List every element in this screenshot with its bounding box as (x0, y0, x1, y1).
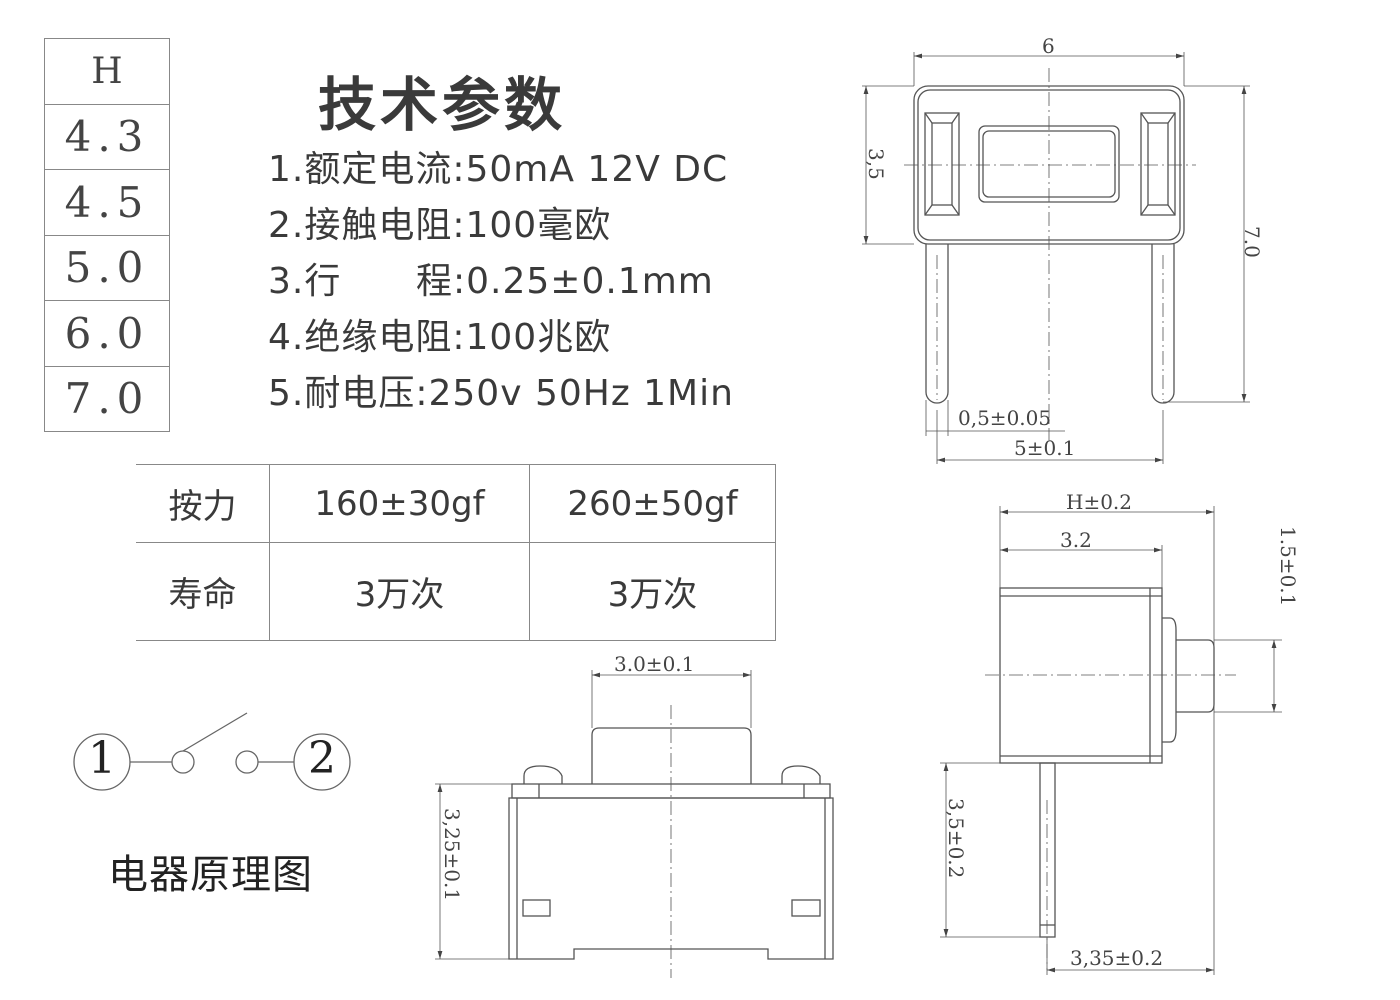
table-row: 寿命 3万次 3万次 (136, 542, 776, 641)
top-body-height-label: 3,5 (864, 148, 888, 180)
height-value: 6.0 (45, 301, 169, 367)
body-depth-label: 3.2 (1060, 528, 1092, 552)
pin-offset-label: 3,35±0.2 (1070, 946, 1164, 970)
pin-pitch-label: 5±0.1 (1014, 436, 1076, 460)
spec-rated-current: 1.额定电流:50mA 12V DC (268, 149, 729, 190)
height-value: 4.3 (45, 105, 169, 170)
pin-length-label: 3,5±0.2 (944, 798, 968, 879)
force-value: 160±30gf (269, 464, 530, 543)
overall-depth-label: H±0.2 (1066, 490, 1133, 514)
spec-withstand-voltage: 5.耐电压:250v 50Hz 1Min (268, 373, 734, 414)
spec-insulation-resistance: 4.绝缘电阻:100兆欧 (268, 317, 612, 358)
front-view-drawing (435, 670, 834, 978)
side-view-drawing (940, 506, 1282, 975)
top-total-height-label: 7.0 (1240, 226, 1264, 258)
specs-title: 技术参数 (318, 71, 567, 139)
terminal-2-label: 2 (308, 733, 336, 784)
height-value: 4.5 (45, 170, 169, 236)
table-row: 按力 160±30gf 260±50gf (136, 464, 776, 543)
life-value: 3万次 (269, 542, 530, 641)
life-value: 3万次 (529, 542, 776, 641)
spec-contact-resistance: 2.接触电阻:100毫欧 (268, 205, 612, 246)
button-width-label: 3.0±0.1 (614, 652, 695, 676)
pin-width-label: 0,5±0.05 (958, 406, 1052, 430)
height-value: 5.0 (45, 236, 169, 301)
top-width-label: 6 (1042, 34, 1055, 58)
terminal-1-label: 1 (88, 733, 116, 784)
schematic-caption: 电器原理图 (108, 852, 313, 898)
row-label-life: 寿命 (136, 542, 270, 641)
top-view-drawing (862, 52, 1250, 464)
height-table: H 4.3 4.5 5.0 6.0 7.0 (44, 38, 170, 432)
row-label-force: 按力 (136, 464, 270, 543)
height-table-header: H (45, 39, 169, 105)
switch-schematic (73, 712, 351, 791)
spec-travel: 3.行 程:0.25±0.1mm (268, 261, 714, 302)
force-life-table: 按力 160±30gf 260±50gf 寿命 3万次 3万次 (136, 464, 776, 641)
front-body-height-label: 3,25±0.1 (440, 808, 464, 902)
height-value: 7.0 (45, 367, 169, 432)
button-height-label: 1.5±0.1 (1276, 526, 1300, 607)
force-value: 260±50gf (529, 464, 776, 543)
